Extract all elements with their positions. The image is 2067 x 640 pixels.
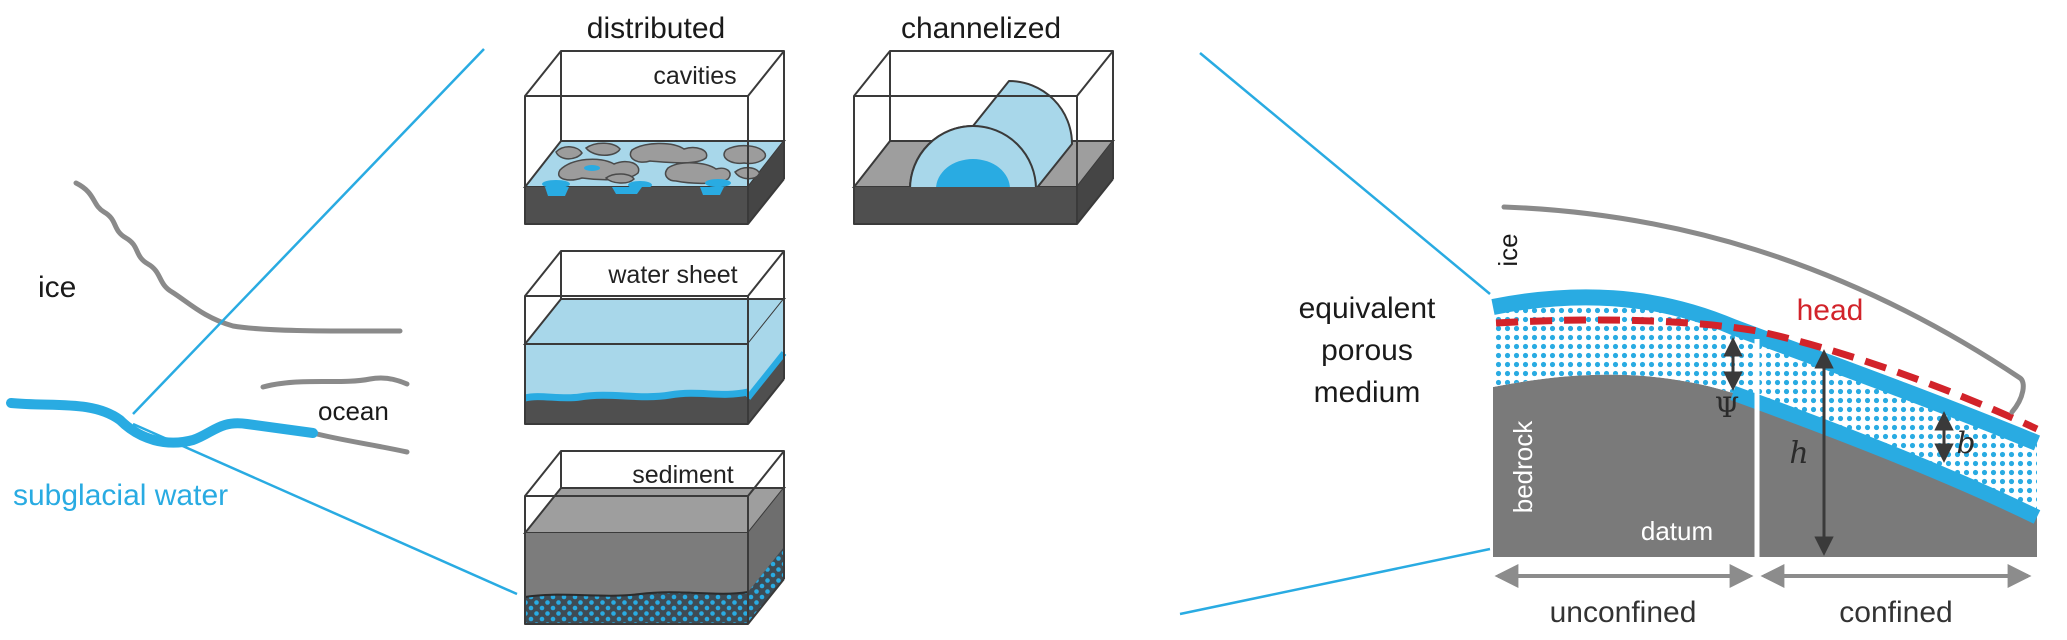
channelized-box-wireframe bbox=[853, 50, 1114, 225]
bedrock-region bbox=[1493, 374, 2037, 557]
sediment-saturated-boundary bbox=[524, 591, 749, 598]
epm-label: equivalent porous medium bbox=[1299, 292, 1436, 409]
cavities-bed-front-face bbox=[525, 187, 748, 224]
subglacial-water-label: subglacial water bbox=[13, 479, 228, 512]
datum-label: datum bbox=[1641, 516, 1713, 546]
cavities-box: cavities bbox=[522, 50, 787, 225]
distributed-title: distributed bbox=[587, 12, 725, 45]
cavities-label: cavities bbox=[653, 62, 736, 90]
cavity-front-water-notches bbox=[545, 187, 724, 196]
water-sheet-label: water sheet bbox=[607, 261, 737, 289]
connector-right-top bbox=[1199, 52, 1491, 295]
water-sheet-right-contact-line bbox=[745, 351, 787, 400]
confined-label: confined bbox=[1839, 596, 1952, 629]
channel-water bbox=[936, 159, 1010, 189]
zoom-connectors-right bbox=[1179, 52, 1491, 616]
sediment-right-saturated-dots bbox=[748, 547, 784, 624]
aquifer-band-dots bbox=[1493, 297, 2037, 517]
water-sheet-right-bed bbox=[748, 353, 784, 424]
ice-outline-line bbox=[73, 180, 403, 334]
ice-label-left: ice bbox=[38, 271, 76, 304]
cavities-box-wireframe bbox=[524, 50, 785, 225]
h-symbol: h bbox=[1789, 436, 1808, 471]
porous-medium-diagram: ice head bedrock datum Ψ h b unconfined … bbox=[1491, 204, 2041, 629]
sediment-box: sediment bbox=[522, 450, 787, 625]
sediment-label: sediment bbox=[632, 461, 733, 489]
head-label: head bbox=[1797, 294, 1864, 327]
channel-bed-front-face bbox=[854, 187, 1077, 224]
water-sheet-box: water sheet bbox=[522, 250, 787, 425]
water-sheet-top-surface bbox=[522, 298, 787, 345]
cavity-water-accents bbox=[542, 165, 731, 189]
sediment-box-wireframe bbox=[524, 450, 785, 625]
sediment-top-surface bbox=[522, 487, 787, 534]
ocean-label: ocean bbox=[318, 396, 389, 426]
water-sheet-box-wireframe bbox=[524, 250, 785, 425]
connector-left-bottom bbox=[132, 422, 518, 596]
water-sheet-front-contact-line bbox=[524, 388, 749, 402]
epm-label-line1: equivalent bbox=[1299, 292, 1436, 325]
connector-left-top bbox=[132, 48, 485, 415]
channel-dome-front-face bbox=[908, 125, 1038, 190]
cavities-bed-right-face bbox=[748, 141, 784, 224]
channelized-panel: channelized bbox=[851, 12, 1116, 225]
sediment-front-saturated-dots bbox=[525, 592, 748, 624]
aquifer-bottom-cyan-stripe bbox=[1730, 385, 2041, 524]
measurement-arrows bbox=[1723, 337, 1954, 556]
subglacial-water-line bbox=[6, 398, 318, 448]
unconfined-label: unconfined bbox=[1550, 596, 1697, 629]
ice-label-right: ice bbox=[1493, 233, 1523, 266]
epm-label-line3: medium bbox=[1314, 376, 1421, 409]
bedrock-label: bedrock bbox=[1508, 420, 1538, 513]
cavities-bed bbox=[522, 140, 787, 224]
channelized-title: channelized bbox=[901, 12, 1061, 45]
channelized-box bbox=[851, 50, 1116, 225]
ocean-floor-line bbox=[310, 430, 410, 455]
ice-surface-curve bbox=[1501, 204, 2026, 415]
b-symbol: b bbox=[1956, 426, 1975, 461]
left-sketch: ice ocean subglacial water bbox=[6, 180, 410, 512]
channel-bed-right-face bbox=[1077, 141, 1113, 224]
distributed-panel: distributed bbox=[522, 12, 787, 625]
ocean-surface-line bbox=[260, 375, 410, 390]
connector-right-bottom bbox=[1179, 547, 1491, 616]
zoom-connectors-left bbox=[132, 48, 518, 596]
psi-symbol: Ψ bbox=[1715, 391, 1740, 424]
water-sheet-front-water bbox=[525, 344, 748, 398]
epm-label-line2: porous bbox=[1321, 334, 1413, 367]
